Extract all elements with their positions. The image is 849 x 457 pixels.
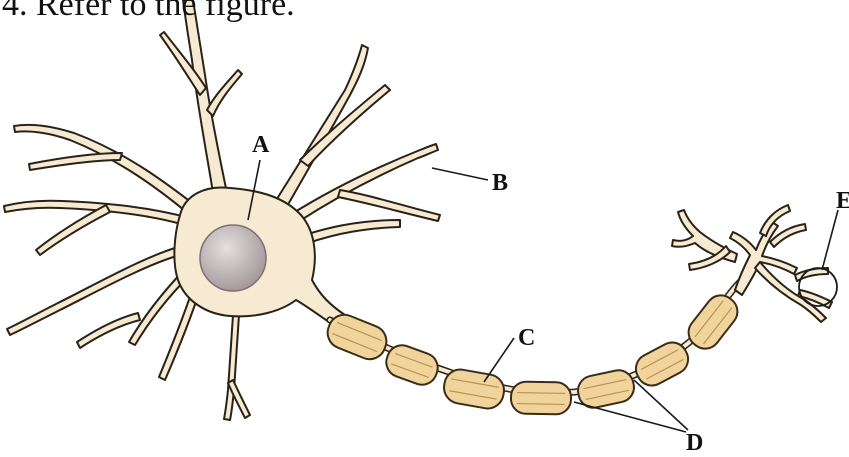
leader-line-d1 — [574, 402, 686, 432]
label-d: D — [686, 430, 703, 456]
leader-line-c — [484, 338, 514, 382]
label-a: A — [252, 132, 270, 158]
label-c: C — [518, 325, 535, 351]
leader-line-b — [432, 168, 488, 180]
leader-line-e — [822, 210, 838, 270]
leader-line-d2 — [634, 380, 688, 430]
myelin-sheath — [323, 289, 744, 414]
label-e: E — [836, 188, 849, 214]
myelin-segment — [511, 381, 572, 414]
myelin-segment — [683, 289, 744, 354]
label-b: B — [492, 170, 508, 196]
question-text: 4. Refer to the figure. — [2, 0, 295, 24]
myelin-segment — [323, 310, 391, 364]
nucleus — [200, 225, 266, 291]
axon-terminals — [672, 205, 832, 322]
myelin-segment — [442, 367, 507, 411]
